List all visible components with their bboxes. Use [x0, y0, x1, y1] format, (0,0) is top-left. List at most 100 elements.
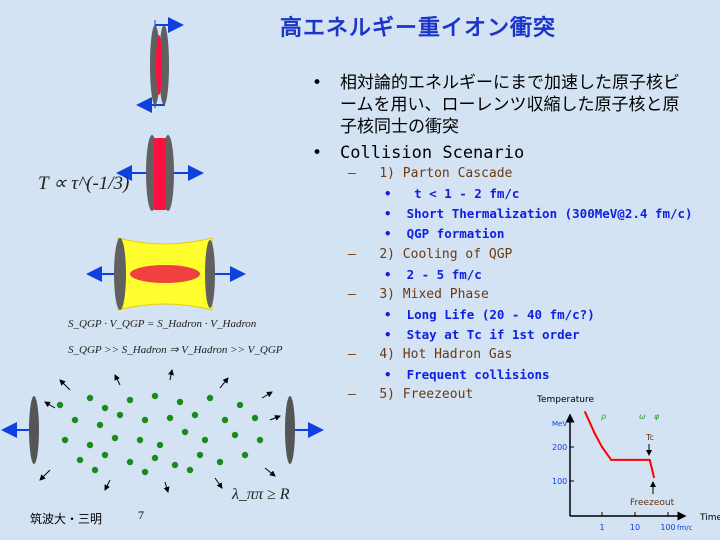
hadron-particle	[171, 461, 179, 469]
hadron-gas	[1, 369, 324, 493]
bullet-text-1: 相対論的エネルギーにまで加速した原子核ビームを用い、ローレンツ収縮した原子核と原…	[340, 73, 680, 137]
y-tick-label: 100	[552, 477, 567, 486]
temp-scaling-formula: T ∝ τ^(-1/3)	[38, 173, 130, 194]
stage-label: 2) Cooling of QGP	[379, 246, 513, 262]
bullet: •	[384, 206, 407, 222]
y-tick-label: 200	[552, 443, 567, 452]
momentum-arrow	[168, 369, 174, 381]
x-tick-label: 10	[630, 523, 640, 532]
x-tick-label: 1	[599, 523, 604, 532]
scenario-stage: – 3) Mixed Phase	[348, 287, 489, 302]
hadron-particle	[206, 394, 214, 402]
item-text: Frequent collisions	[406, 367, 550, 383]
momentum-arrow	[44, 401, 56, 409]
qgp-fireball	[86, 237, 246, 311]
hadron-particle	[126, 458, 134, 466]
bullet: •	[384, 266, 407, 282]
momentum-arrow	[264, 467, 276, 477]
entropy-formula: S_QGP · V_QGP = S_Hadron · V_Hadron	[68, 318, 257, 330]
scenario-item: • t < 1 - 2 fm/c	[384, 186, 519, 201]
hadron-particle	[151, 454, 159, 462]
scenario-stage: – 5) Freezeout	[348, 387, 473, 402]
item-text: QGP formation	[406, 226, 505, 242]
footer-author: 筑波大・三明	[30, 512, 103, 526]
hadron-particle	[111, 434, 119, 442]
scenario-item: • Short Thermalization (300MeV@2.4 fm/c)	[384, 206, 693, 221]
hadron-particle	[186, 466, 194, 474]
hadron-particle	[166, 414, 174, 422]
hadron-particle	[191, 411, 199, 419]
x-unit: fm/c	[677, 524, 693, 532]
tc-label: Tc	[645, 433, 654, 442]
hadron-particle	[221, 416, 229, 424]
hadron-particle	[126, 396, 134, 404]
y-axis-label: Temperature	[536, 395, 594, 405]
hadron-particle	[196, 451, 204, 459]
momentum-arrow	[214, 477, 223, 489]
scenario-item: • Frequent collisions	[384, 367, 550, 382]
bullet: •	[384, 327, 407, 342]
item-text: Stay at Tc if 1st order	[406, 327, 580, 342]
momentum-arrow	[269, 415, 281, 421]
temperature-curve	[583, 410, 656, 479]
hadron-particle	[231, 431, 239, 439]
hadron-particle	[91, 466, 99, 474]
momentum-arrow	[59, 379, 71, 391]
dash: –	[348, 347, 380, 363]
hadron-particle	[216, 458, 224, 466]
hadron-particle	[201, 436, 209, 444]
bullet: •	[384, 186, 407, 201]
bullet: •	[312, 143, 323, 163]
dash: –	[348, 387, 380, 403]
momentum-arrow	[114, 374, 121, 386]
hadron-particle	[86, 441, 94, 449]
hadron-particle	[136, 436, 144, 444]
stage-label: 3) Mixed Phase	[379, 286, 489, 302]
item-text: 2 - 5 fm/c	[406, 266, 482, 282]
scenario-item: • Long Life (20 - 40 fm/c?)	[384, 307, 595, 322]
momentum-arrow	[261, 391, 273, 399]
hadron-particle	[56, 401, 64, 409]
momentum-arrow	[104, 479, 111, 491]
x-axis-label: Time	[699, 513, 720, 523]
bullet: •	[384, 226, 407, 242]
omega-label: ω	[639, 412, 646, 421]
hadron-particle	[116, 411, 124, 419]
hadron-particle	[256, 436, 264, 444]
hadron-particle	[176, 398, 184, 406]
hadron-particle	[86, 394, 94, 402]
hadron-particle	[141, 416, 149, 424]
x-tick-label: 100	[660, 523, 675, 532]
hadron-particle	[251, 414, 259, 422]
item-text: Short Thermalization (300MeV@2.4 fm/c)	[406, 206, 693, 222]
hadron-particle	[236, 401, 244, 409]
page-number: 7	[138, 508, 144, 522]
dash: –	[348, 166, 380, 181]
dash: –	[348, 286, 380, 302]
hadron-particle	[141, 468, 149, 476]
y-unit: MeV	[552, 420, 567, 428]
mean-free-path-formula: λ_ππ ≥ R	[232, 486, 290, 503]
colliding-nuclei	[136, 17, 184, 113]
bullet: •	[384, 367, 407, 383]
hadron-particle	[101, 404, 109, 412]
stage-label: 1) Parton Cascade	[379, 166, 513, 181]
hadron-particle	[96, 421, 104, 429]
hadron-particle	[76, 456, 84, 464]
hadron-particle	[101, 451, 109, 459]
dash: –	[348, 246, 380, 262]
momentum-arrow	[163, 481, 170, 493]
bullet: •	[312, 73, 323, 93]
contracted-nuclei	[116, 135, 204, 211]
scenario-stage: – 2) Cooling of QGP	[348, 247, 512, 262]
rho-label: ρ	[601, 412, 606, 421]
scenario-stage: – 1) Parton Cascade	[348, 166, 512, 181]
volume-formula: S_QGP >> S_Hadron ⇒ V_Hadron >> V_QGP	[68, 344, 283, 356]
bullet: •	[384, 306, 407, 322]
scenario-item: • 2 - 5 fm/c	[384, 267, 482, 282]
momentum-arrow	[219, 377, 229, 389]
slide-title: 高エネルギー重イオン衝突	[280, 16, 557, 41]
hadron-particle	[71, 416, 79, 424]
